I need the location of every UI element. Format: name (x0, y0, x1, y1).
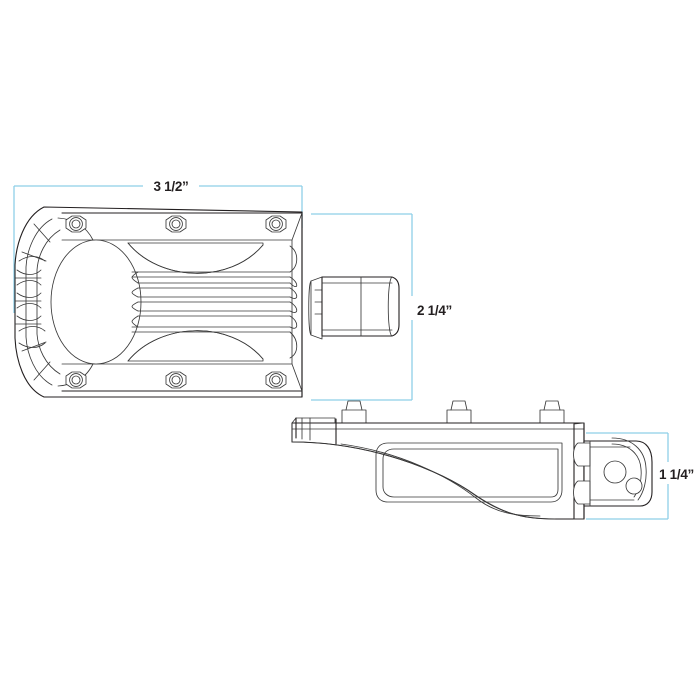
bracket-left-tip (291, 417, 337, 445)
pedal-width-dimension-label: 3 1/2” (154, 179, 189, 194)
clamp-hook-arc (611, 437, 647, 501)
hex-bolt-icon (265, 371, 287, 389)
pedal-depth-dimension (311, 213, 413, 401)
bracket-underside-curve2 (340, 443, 541, 517)
clamp-tab-bottom (573, 480, 591, 505)
clamp-hole-small (625, 477, 643, 495)
pedal-right-corner-bottom (291, 363, 303, 392)
pedal-upper-recess-curve (127, 242, 264, 274)
pedal-width-dimension (13, 185, 303, 313)
clamp-hole-large (603, 460, 627, 484)
pedal-cage-band-inner (25, 218, 53, 386)
pedal-rib-end-scallops (289, 245, 298, 359)
bracket-height-dimension (586, 432, 669, 520)
pedal-depth-dimension-label: 2 1/4” (417, 303, 452, 318)
bracket-head-top-bevel (573, 422, 585, 425)
pedal-bracket-side-view (291, 400, 653, 520)
pedal-lower-recess-curve (127, 330, 264, 362)
hex-bolt-icon (265, 215, 287, 233)
pedal-right-corner-top (291, 212, 303, 241)
pedal-ribs (131, 271, 291, 333)
spindle-flange (308, 276, 323, 340)
pedal-spindle-stub (308, 276, 400, 340)
clamp-tab-top (573, 442, 591, 467)
hex-bolt-icon (165, 371, 187, 389)
pedal-hex-bolts (65, 215, 287, 389)
spindle-barrel (321, 276, 400, 337)
pedal-rib-start-scallops (131, 271, 139, 328)
pedal-grip-scallops (14, 223, 51, 381)
pedal-axle-boss-oval (50, 239, 142, 365)
bracket-clamp-block (573, 437, 653, 507)
bracket-window-outer (375, 442, 563, 503)
spindle-end-cap (387, 276, 393, 337)
pedal-top-view (14, 206, 400, 398)
mounting-stud-icon (446, 400, 472, 424)
hex-bolt-icon (65, 371, 87, 389)
hex-bolt-icon (65, 215, 87, 233)
bracket-window-inner (382, 448, 559, 498)
bracket-height-dimension-label: 1 1/4” (659, 467, 694, 482)
hex-bolt-icon (165, 215, 187, 233)
bracket-underside-curve (291, 441, 556, 520)
